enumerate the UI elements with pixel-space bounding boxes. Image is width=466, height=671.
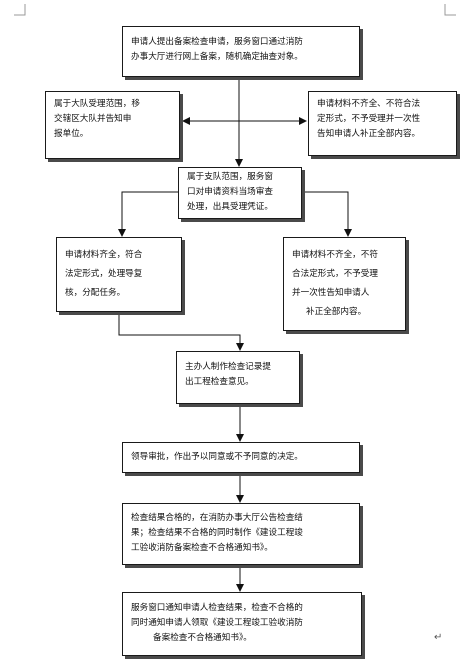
box-brigade-scope-line2: 交辖区大队并告知申 <box>54 114 132 124</box>
box-apply-filing-line2: 办事大厅进行网上备案，随机确定抽查对象。 <box>131 52 303 62</box>
box-materials-incomplete-lower-line4: 补正全部内容。 <box>306 307 367 317</box>
box-materials-complete-line1: 申请材料齐全，符合 <box>65 250 143 260</box>
box-materials-incomplete-lower: 申请材料不齐全，不符 合法定形式，不予受理 并一次性告知申请人 补正全部内容。 <box>283 237 406 331</box>
box-apply-filing: 申请人提出备案检查申请，服务窗口通过消防 办事大厅进行网上备案，随机确定抽查对象… <box>122 26 360 77</box>
box-inspection-result-line3: 工验收消防备案检查不合格通知书》。 <box>131 543 273 553</box>
box-notify-applicant-line2: 同时通知申请人领取《建设工程竣工验收消防 <box>131 618 303 628</box>
box-materials-incomplete-top: 申请材料不齐全、不符合法 定形式，不予受理并一次性 告知申请人补正全部内容。 <box>308 91 457 156</box>
box-brigade-scope: 属于大队受理范围，移 交辖区大队并告知申 报单位。 <box>45 91 180 159</box>
branch-line-to-box5 <box>118 191 180 237</box>
page-corner-mark-right <box>444 4 456 16</box>
box-detachment-scope: 属于支队范围，服务窗 口对申请资料当场审查 处理，出具受理凭证。 <box>178 167 302 219</box>
box-inspection-result: 检查结果合格的，在消防办事大厅公告检查结 果；检查结果不合格的同时制作《建设工程… <box>122 503 360 565</box>
box-materials-incomplete-lower-line3: 并一次性告知申请人 <box>292 288 370 298</box>
box-materials-incomplete-lower-line2: 合法定形式，不予受理 <box>292 269 378 279</box>
box-apply-filing-line1: 申请人提出备案检查申请，服务窗口通过消防 <box>131 37 303 47</box>
box-detachment-scope-line1: 属于支队范围，服务窗 <box>187 172 273 182</box>
branch-line-to-box6 <box>302 191 352 237</box>
box-brigade-scope-line1: 属于大队受理范围，移 <box>54 99 140 109</box>
box-detachment-scope-line2: 口对申请资料当场审查 <box>187 187 273 197</box>
box-materials-incomplete-lower-line1: 申请材料不齐全，不符 <box>292 250 378 260</box>
box-materials-incomplete-top-line1: 申请材料不齐全、不符合法 <box>317 99 421 109</box>
box-leader-approval: 领导审批，作出予以同意或不予同意的决定。 <box>122 442 360 473</box>
box-materials-incomplete-top-line3: 告知申请人补正全部内容。 <box>317 129 421 139</box>
box-materials-complete: 申请材料齐全，符合 法定形式，处理导复 核，分配任务。 <box>56 237 182 312</box>
box-materials-complete-line2: 法定形式，处理导复 <box>65 269 143 279</box>
box-brigade-scope-line3: 报单位。 <box>54 129 89 139</box>
box-notify-applicant-line1: 服务窗口通知申请人检查结果，检查不合格的 <box>131 603 303 613</box>
box-detachment-scope-line3: 处理，出具受理凭证。 <box>187 202 273 212</box>
box-inspection-result-line2: 果；检查结果不合格的同时制作《建设工程竣 <box>131 528 303 538</box>
box-leader-approval-line1: 领导审批，作出予以同意或不予同意的决定。 <box>131 452 303 462</box>
box-inspection-result-line1: 检查结果合格的，在消防办事大厅公告检查结 <box>131 513 303 523</box>
box-inspection-record-line1: 主办人制作检查记录提 <box>185 362 271 372</box>
box-notify-applicant: 服务窗口通知申请人检查结果，检查不合格的 同时通知申请人领取《建设工程竣工验收消… <box>122 592 362 656</box>
box-inspection-record-line2: 出工程检查意见。 <box>185 377 254 387</box>
page-corner-mark-left <box>14 4 26 16</box>
box-inspection-record: 主办人制作检查记录提 出工程检查意见。 <box>176 351 300 404</box>
box-materials-incomplete-top-line2: 定形式，不予受理并一次性 <box>317 114 421 124</box>
box-notify-applicant-line3: 备案检查不合格通知书》。 <box>153 633 252 643</box>
merge-line-to-box7 <box>118 313 244 351</box>
paragraph-mark: ↵ <box>434 632 443 643</box>
box-materials-complete-line3: 核，分配任务。 <box>65 288 126 298</box>
